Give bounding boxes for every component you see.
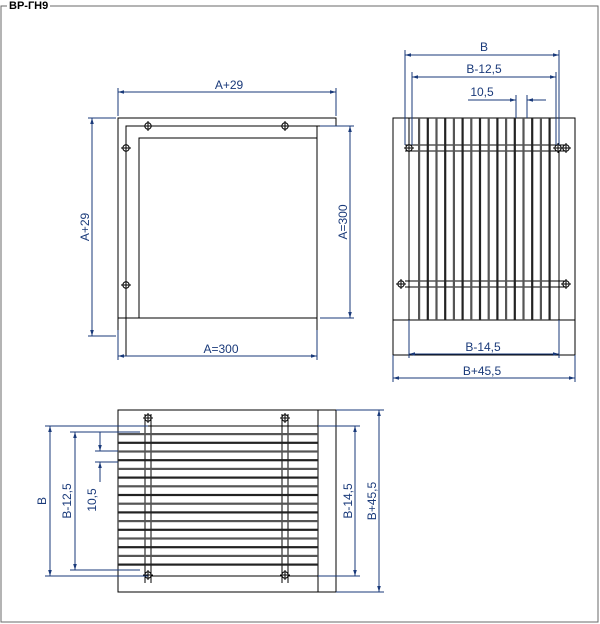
grille-blade — [118, 441, 318, 444]
grille-blade — [435, 118, 438, 320]
dim-top-outer-label: B+45,5 — [365, 481, 379, 520]
dim-top-b-minus — [70, 431, 140, 571]
screw-icon — [553, 143, 563, 153]
dim-side-right — [320, 125, 354, 319]
grille-blade — [118, 476, 318, 479]
dim-side-left — [88, 117, 116, 337]
dim-side-bottom-label: A=300 — [203, 342, 238, 356]
grille-blade — [118, 502, 318, 505]
grille-blade — [118, 520, 318, 523]
side-frame-inner — [138, 137, 318, 319]
dim-front-b-minus — [411, 72, 557, 145]
screw-icon — [280, 413, 290, 423]
screw-icon — [121, 143, 131, 153]
dim-top-b-label: B — [35, 497, 49, 505]
side-frame-outer — [125, 125, 318, 357]
dim-front-pitch-label: 10,5 — [470, 85, 494, 99]
grille-blade — [418, 118, 421, 320]
grille-blade — [461, 118, 464, 320]
screw-icon — [280, 570, 290, 580]
side-view: A+29 A+29 A=300 A=300 — [78, 78, 354, 360]
grille-blade — [118, 485, 318, 488]
grille-blade — [118, 493, 318, 497]
dim-front-pitch — [468, 95, 546, 118]
dim-front-inner-label: B-14,5 — [465, 340, 501, 354]
grille-blade — [452, 118, 455, 320]
dim-front-inner — [408, 320, 560, 358]
outer-frame — [0, 5, 599, 623]
grille-blade — [118, 511, 318, 514]
grille-blade — [118, 546, 318, 549]
grille-blade — [531, 118, 534, 320]
dim-top-outer — [336, 409, 384, 593]
grille-blade — [118, 537, 318, 540]
dim-top-inner — [318, 425, 360, 577]
dim-side-bottom — [117, 330, 318, 360]
screw-icon — [280, 121, 290, 131]
front-flange-outline — [392, 117, 576, 356]
grille-blade — [118, 554, 318, 557]
front-blades — [418, 118, 551, 320]
dim-top-pitch-label: 10,5 — [85, 488, 99, 512]
grille-blade — [470, 118, 473, 320]
grille-blade — [548, 118, 551, 320]
front-body — [408, 117, 560, 321]
dim-side-left-label: A+29 — [78, 212, 92, 241]
dim-front-b-minus-label: B-12,5 — [466, 62, 502, 76]
dim-front-b-label: B — [480, 40, 488, 54]
grille-blade — [478, 118, 482, 320]
top-blades — [118, 433, 318, 566]
screw-icon — [143, 570, 153, 580]
screw-icon — [561, 143, 571, 153]
grille-blade — [118, 467, 318, 470]
side-flange-outline — [117, 117, 337, 357]
grille-blade — [487, 118, 490, 320]
screw-icon — [396, 279, 406, 289]
grille-blade — [118, 459, 318, 462]
dim-front-b — [404, 50, 560, 145]
dim-top-b-minus-label: B-12,5 — [60, 483, 74, 519]
grille-blade — [522, 118, 525, 320]
grille-blade — [496, 118, 499, 320]
page-title: ВР-ГН9 — [7, 0, 51, 12]
dim-top-inner-label: B-14,5 — [341, 483, 355, 519]
dim-front-outer-label: B+45,5 — [463, 364, 502, 378]
grille-blade — [539, 118, 542, 320]
dim-top-b — [45, 425, 148, 577]
grille-blade — [513, 118, 516, 320]
screw-icon — [121, 280, 131, 290]
dim-side-right-label: A=300 — [336, 204, 350, 239]
dim-side-top-label: A+29 — [215, 78, 244, 92]
grille-blade — [118, 433, 318, 436]
grille-blade — [118, 528, 318, 531]
dim-front-outer — [392, 355, 576, 382]
grille-blade — [444, 118, 447, 320]
screw-icon — [404, 143, 414, 153]
screw-icon — [561, 279, 571, 289]
grille-blade — [118, 563, 318, 566]
screw-icon — [143, 413, 153, 423]
front-view: B B-12,5 10,5 B-14,5 B+45,5 — [392, 40, 576, 382]
dim-side-top — [117, 88, 337, 116]
screw-icon — [143, 121, 153, 131]
grille-blade — [426, 118, 429, 320]
grille-blade — [505, 118, 508, 320]
top-view: B B-12,5 10,5 B-14,5 B+45,5 — [35, 409, 384, 593]
grille-blade — [118, 450, 318, 453]
dim-top-pitch — [95, 432, 118, 482]
